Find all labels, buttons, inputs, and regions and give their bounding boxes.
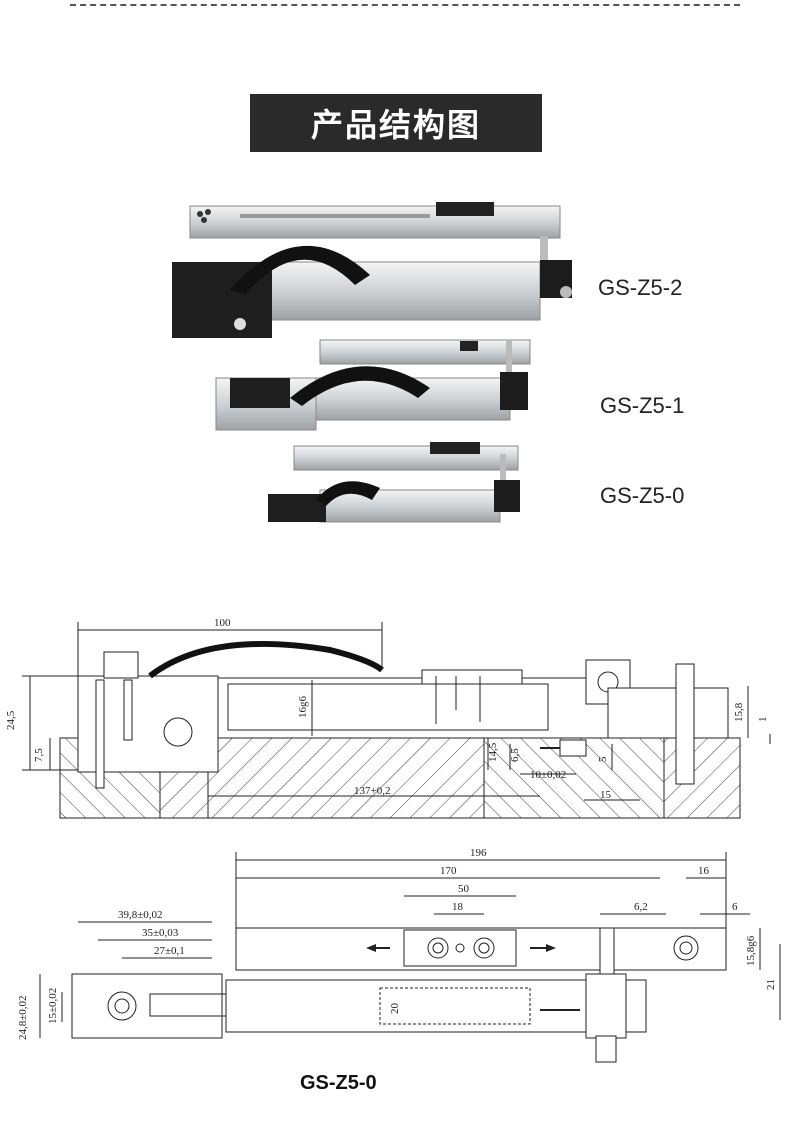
model-label-gs-z5-0: GS-Z5-0 (600, 483, 685, 508)
dim-24-8: 24,8±0,02 (17, 995, 29, 1040)
dim-27: 27±0,1 (154, 945, 185, 957)
dim-24-5: 24,5 (5, 710, 17, 730)
dim-100: 100 (214, 617, 231, 629)
dim-6-2: 6,2 (634, 901, 648, 913)
dim-15-b: 15±0,02 (47, 988, 59, 1024)
dim-20: 20 (389, 1003, 401, 1015)
dim-170: 170 (440, 865, 457, 877)
product-gs-z5-1 (215, 339, 531, 431)
product-gs-z5-2 (172, 202, 572, 338)
dim-196: 196 (470, 847, 487, 859)
product-gs-z5-0 (268, 442, 520, 523)
dim-14-5: 14,5 (487, 742, 499, 762)
model-label-gs-z5-1: GS-Z5-1 (600, 393, 685, 418)
top-dashed-divider (70, 4, 740, 6)
dim-15: 15 (600, 789, 612, 801)
dim-35: 35±0,03 (142, 927, 179, 939)
dim-7-5: 7,5 (33, 748, 45, 762)
drawing-model-label: GS-Z5-0 (300, 1072, 377, 1094)
section-title: 产品结构图 (250, 94, 542, 152)
dim-6: 6 (732, 901, 738, 913)
dim-5: 5 (597, 756, 609, 762)
dim-16: 16 (698, 865, 710, 877)
model-label-gs-z5-2: GS-Z5-2 (598, 275, 683, 300)
dim-6-5: 6,5 (509, 748, 521, 762)
dim-15-8: 15,8 (733, 702, 745, 722)
dim-16g6: 16g6 (297, 696, 309, 719)
dim-10: 10±0,02 (530, 769, 566, 781)
dim-50: 50 (458, 883, 470, 895)
dim-18: 18 (452, 901, 464, 913)
dim-39-8: 39,8±0,02 (118, 909, 163, 921)
dim-21: 21 (765, 979, 777, 990)
dim-1: 1 (757, 717, 769, 723)
dim-137: 137+0,2 (354, 785, 390, 797)
dim-15-8g6: 15,8g6 (745, 935, 757, 966)
